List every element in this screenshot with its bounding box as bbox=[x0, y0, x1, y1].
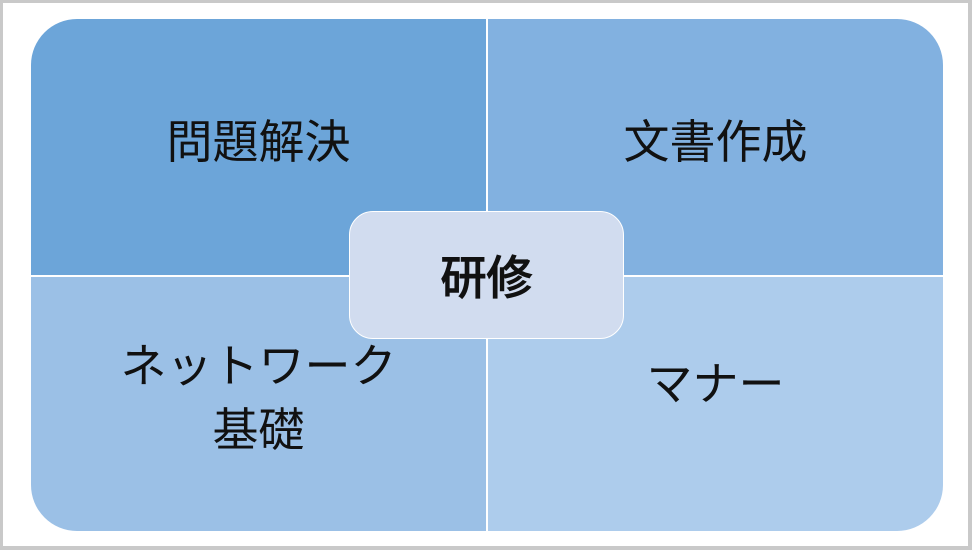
matrix-diagram: 問題解決 文書作成 ネットワーク 基礎 マナー bbox=[31, 19, 943, 531]
quadrant-bottom-left-line1: ネットワーク bbox=[120, 338, 397, 393]
quadrant-bottom-left-label: ネットワーク 基礎 bbox=[121, 334, 397, 463]
quadrant-bottom-right-label: マナー bbox=[646, 356, 785, 411]
quadrant-bottom-left-line2: 基礎 bbox=[212, 403, 305, 457]
quadrant-bottom-left: ネットワーク 基礎 bbox=[31, 277, 486, 531]
quadrant-top-left: 問題解決 bbox=[31, 19, 486, 275]
quadrant-top-right-label: 文書作成 bbox=[623, 114, 808, 169]
center-label: 研修 bbox=[440, 251, 533, 305]
center-box: 研修 bbox=[349, 211, 624, 339]
quadrant-top-left-label: 問題解決 bbox=[166, 114, 351, 169]
slide: 問題解決 文書作成 ネットワーク 基礎 マナー 研修 bbox=[3, 3, 968, 546]
